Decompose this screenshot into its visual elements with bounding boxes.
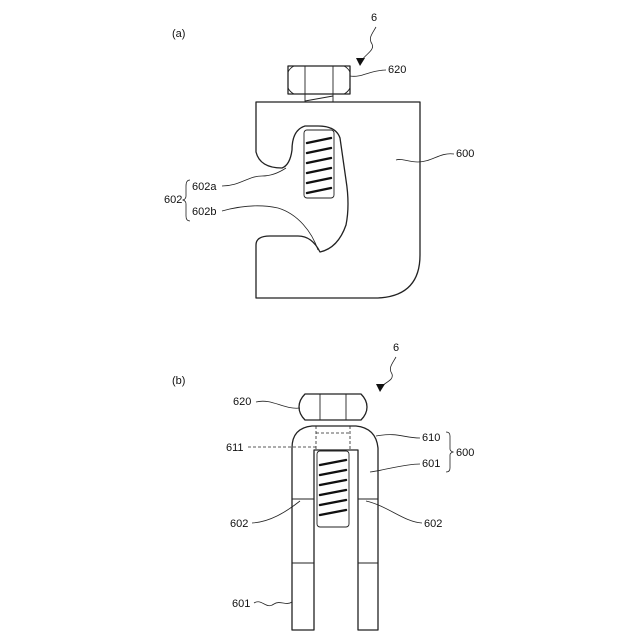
view-b-notch-ref-right: 602 [424,518,442,530]
view-a-edge-lower-ref: 602b [192,206,216,218]
view-a-edge-upper-ref: 602a [192,181,217,193]
view-a-bolt-ref: 620 [388,64,406,76]
view-b-bolt [299,394,367,420]
view-b-assembly-arrow [382,357,396,386]
view-b-top-part-ref: 610 [422,432,440,444]
view-a-assembly-ref: 6 [371,12,377,24]
view-a-screw [304,130,334,198]
view-a: (a) 6 620 600 60 [164,12,474,298]
view-b-assembly-ref: 6 [393,342,399,354]
view-b-leg-ref-bottom: 601 [232,598,250,610]
view-b: (b) 6 620 [172,342,474,630]
view-a-arrowhead [356,58,365,66]
view-b-hole-ref: 611 [226,442,244,454]
clamp-body-b [292,426,378,630]
bolt-head-b [299,394,367,420]
bolt-neck [305,94,333,102]
view-b-label: (b) [172,375,185,387]
view-b-screw [317,451,349,527]
view-b-body-group-ref: 600 [456,447,474,459]
view-a-brace [183,180,190,221]
clamp-body [256,102,420,298]
view-b-notch-ref-left: 602 [230,518,248,530]
view-b-bolt-ref: 620 [233,396,251,408]
view-a-assembly-arrow [362,27,376,60]
view-a-group-ref: 602 [164,194,182,206]
view-a-body-ref: 600 [456,148,474,160]
view-b-leg-ref-right: 601 [422,458,440,470]
view-a-label: (a) [172,28,185,40]
bolt-head [288,66,350,94]
view-a-bolt [288,66,350,102]
view-b-arrowhead [376,384,385,392]
view-b-brace [446,432,453,472]
